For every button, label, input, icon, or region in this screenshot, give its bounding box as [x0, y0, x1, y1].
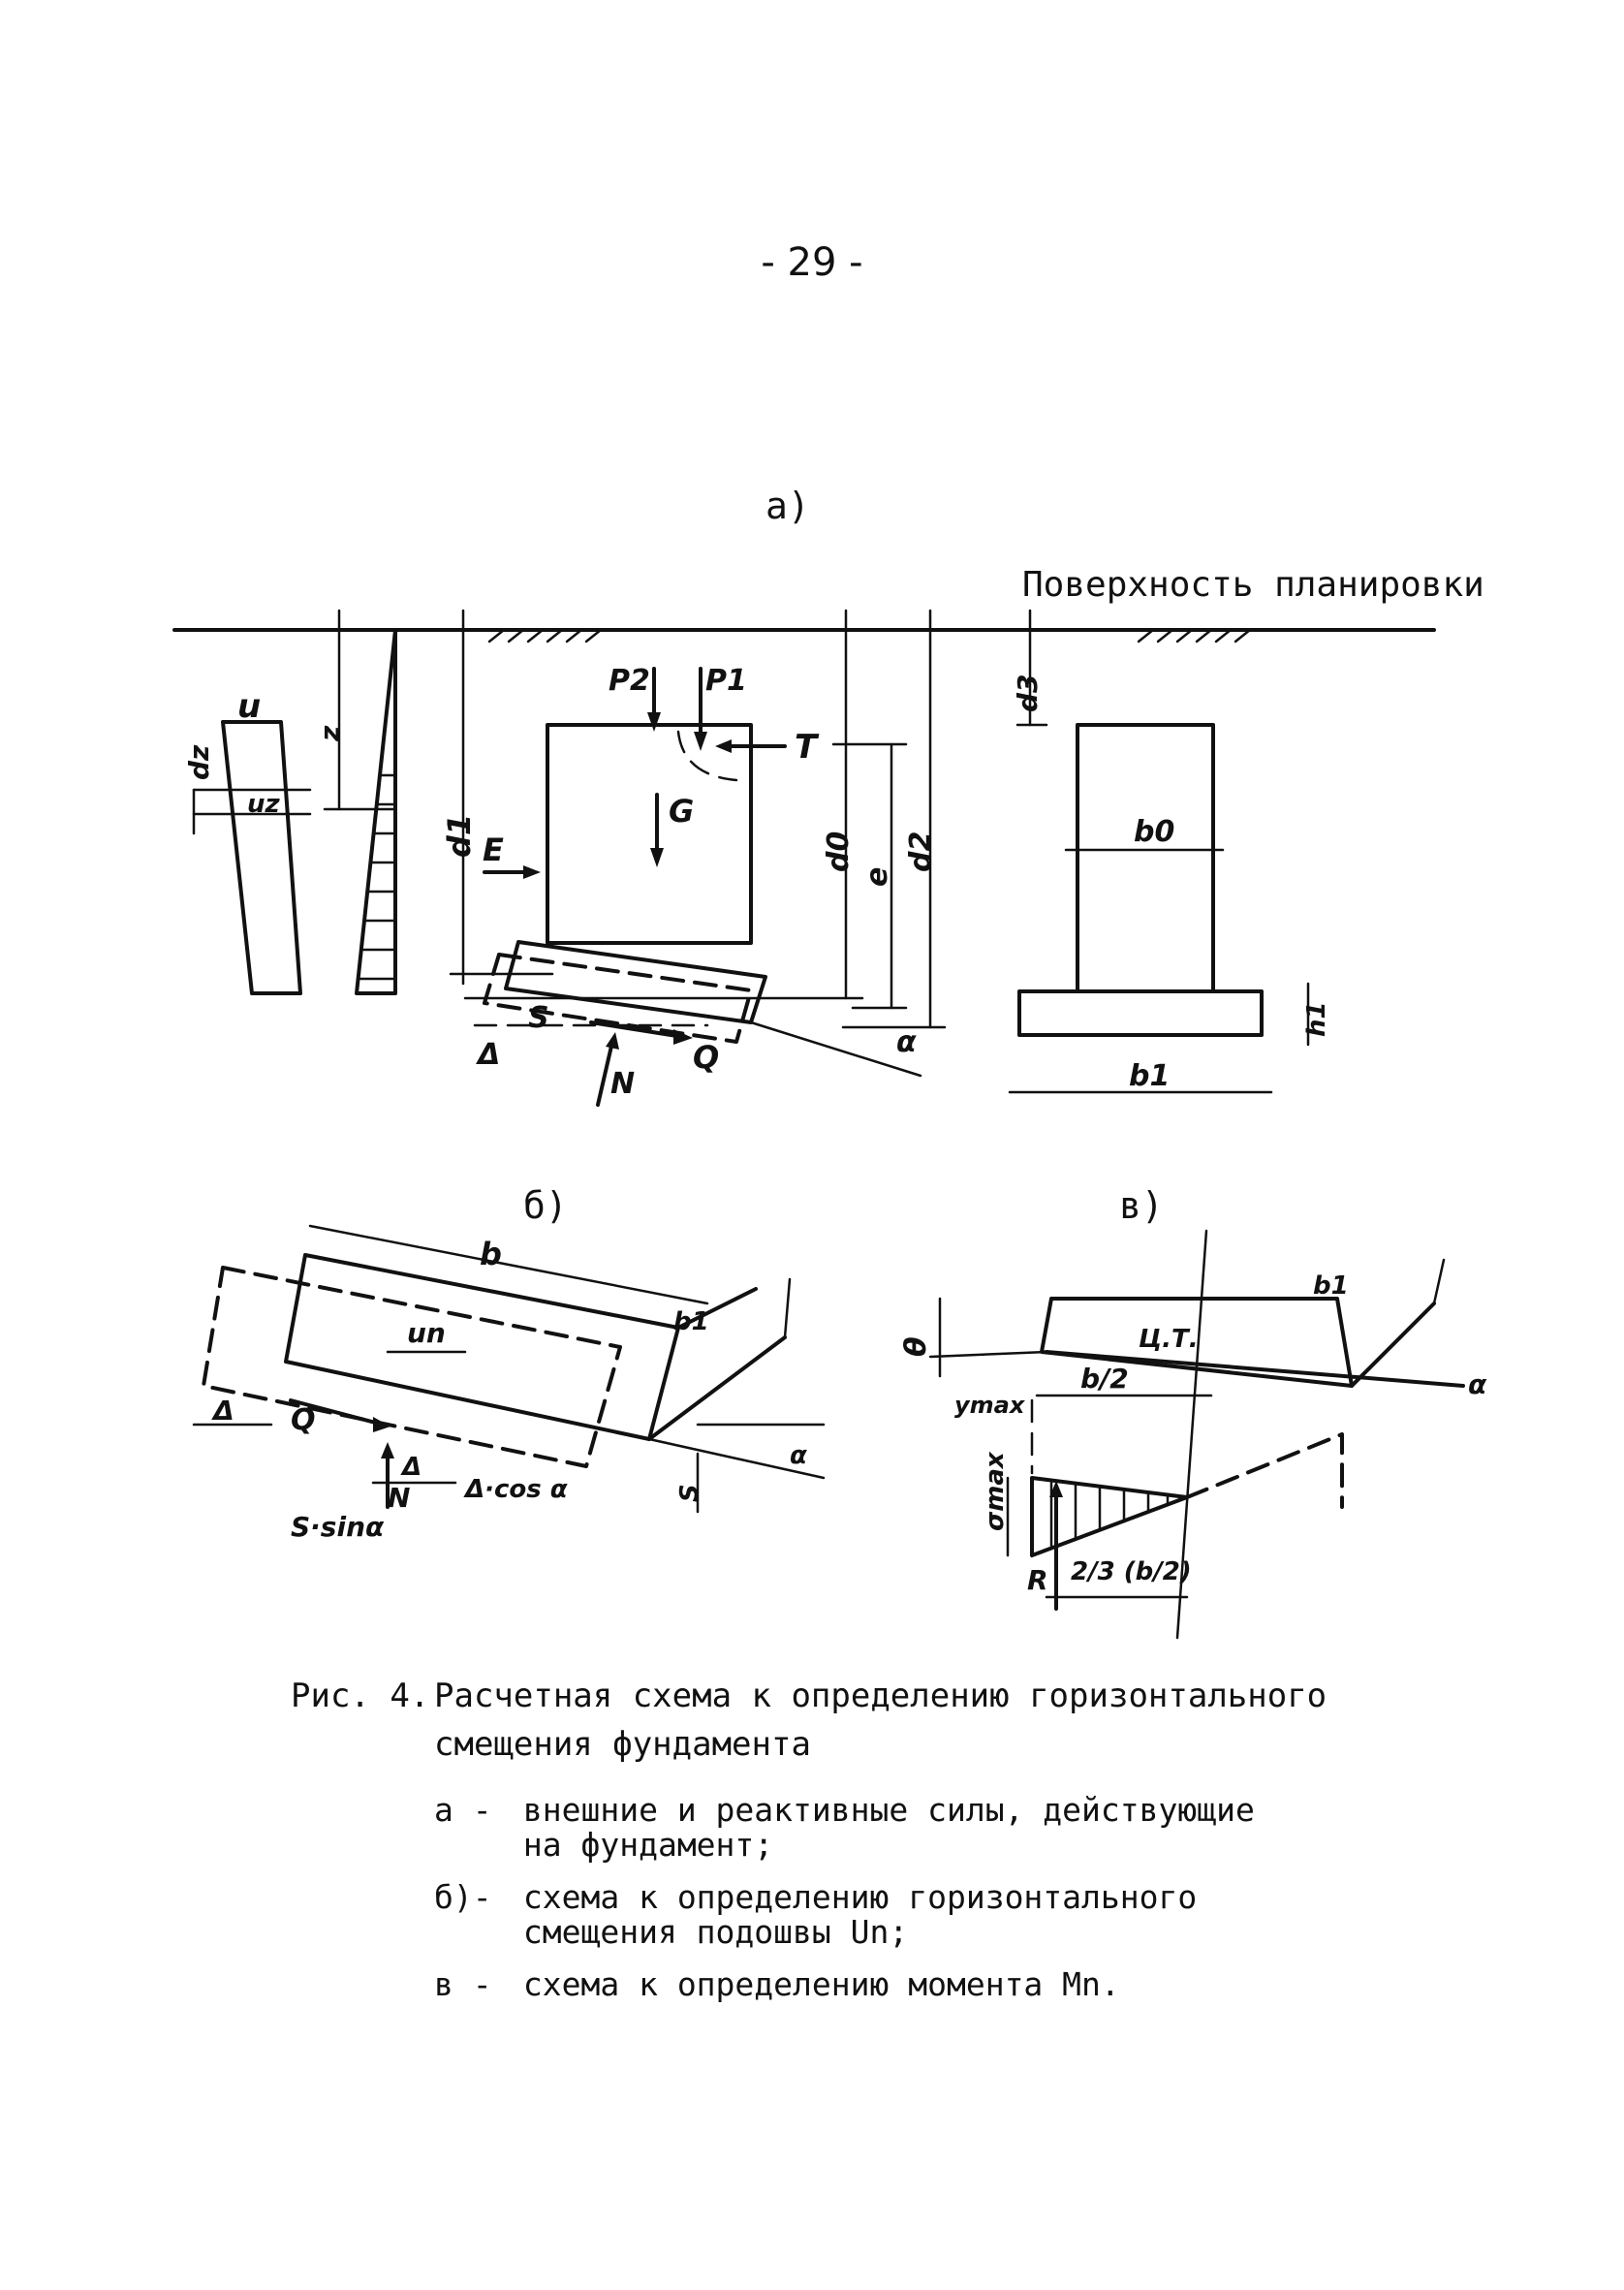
label-n-b: N	[388, 1482, 410, 1514]
label-two-thirds: 2/3 (b/2)	[1071, 1557, 1192, 1586]
label-uz: uz	[247, 790, 281, 819]
label-e: E	[483, 831, 504, 868]
legend-b-line2: смещения подошвы Un;	[522, 1913, 909, 1951]
ground-hatching-right	[1137, 628, 1252, 643]
label-d3: d3	[1012, 674, 1044, 712]
footing-b-displaced	[202, 1266, 622, 1468]
label-z: z	[314, 725, 346, 742]
legend-key-b: б)-	[434, 1878, 492, 1916]
label-h1: h1	[1302, 1001, 1331, 1037]
label-delta-a: Δ	[476, 1038, 500, 1072]
label-ymax: ymax	[954, 1392, 1026, 1419]
page-number: - 29 -	[761, 240, 863, 285]
legend-a-line2: на фундамент;	[522, 1826, 774, 1864]
label-d2: d2	[904, 831, 938, 872]
label-b-half: b/2	[1080, 1363, 1129, 1395]
label-b1-b: b1	[673, 1307, 709, 1336]
legend-item-a: а - внешние и реактивные силы, действующ…	[434, 1793, 1255, 1863]
label-b1-a: b1	[1129, 1059, 1170, 1093]
legend-key-a: а -	[434, 1791, 492, 1829]
label-delta-b: Δ	[211, 1395, 234, 1427]
label-alpha-a: α	[896, 1025, 917, 1059]
label-r: R	[1027, 1564, 1048, 1596]
legend-text-b: схема к определению горизонтального смещ…	[523, 1880, 1197, 1950]
displacement-diagram-u	[221, 720, 302, 995]
legend-key-c: в -	[434, 1965, 492, 2003]
label-un: un	[407, 1317, 446, 1349]
label-g: G	[669, 793, 694, 830]
label-b0: b0	[1134, 815, 1174, 849]
label-s: S	[528, 1001, 549, 1035]
figure-caption: Рис. 4.Расчетная схема к определению гор…	[291, 1672, 1327, 1720]
surface-label: Поверхность планировки	[1022, 565, 1484, 605]
label-sigma-max: σmax	[981, 1451, 1010, 1531]
label-s-sin: S·sinα	[291, 1511, 385, 1543]
legend-item-b: б)- схема к определению горизонтального …	[434, 1880, 1197, 1950]
footing-displaced	[483, 953, 753, 1044]
label-q: Q	[693, 1039, 719, 1076]
label-b: b	[480, 1236, 502, 1272]
wall-stem	[546, 723, 753, 945]
stress-diagram	[1030, 1476, 1189, 1557]
subfig-a-label: а)	[765, 485, 810, 527]
ground-hatching-left	[487, 628, 603, 643]
legend-text-c: схема к определению момента Mn.	[523, 1967, 1120, 2002]
pressure-hatch	[359, 773, 397, 981]
subfig-c-label: в)	[1119, 1184, 1164, 1227]
label-theta: θ	[899, 1336, 933, 1357]
legend-a-line1: внешние и реактивные силы, действующие	[522, 1791, 1255, 1829]
label-alpha-b: α	[790, 1441, 807, 1470]
label-s-b: S	[675, 1484, 704, 1502]
label-p1: P1	[705, 664, 747, 698]
label-dz: dz	[183, 744, 215, 780]
label-delta2-b: Δ	[400, 1453, 422, 1482]
label-q-b: Q	[291, 1403, 316, 1437]
legend-c-line1: схема к определению момента Mn.	[522, 1965, 1120, 2003]
label-delta-cos: Δ·cos α	[463, 1475, 568, 1504]
label-b1-c: b1	[1313, 1271, 1349, 1301]
legend-item-c: в - схема к определению момента Mn.	[434, 1967, 1120, 2002]
soil-pressure-diagram	[355, 628, 397, 995]
wall-elevation-footing	[1017, 989, 1264, 1037]
label-n: N	[610, 1067, 635, 1101]
caption-line2: смещения фундамента	[434, 1725, 811, 1764]
label-t: T	[795, 728, 820, 767]
label-d1: d1	[441, 814, 478, 858]
label-d0: d0	[822, 831, 856, 872]
wall-elevation-stem	[1076, 723, 1215, 993]
legend-b-line1: схема к определению горизонтального	[522, 1878, 1198, 1916]
label-ct: Ц.Т.	[1139, 1325, 1199, 1354]
caption-line1: Расчетная схема к определению горизонтал…	[434, 1677, 1327, 1715]
caption-label: Рис. 4.	[291, 1677, 430, 1715]
label-u: u	[237, 687, 261, 726]
label-e: e	[860, 867, 894, 887]
subfig-b-label: б)	[523, 1184, 568, 1227]
label-alpha-c: α	[1468, 1368, 1487, 1400]
label-p2: P2	[609, 664, 650, 698]
legend-text-a: внешние и реактивные силы, действующие н…	[523, 1793, 1255, 1863]
